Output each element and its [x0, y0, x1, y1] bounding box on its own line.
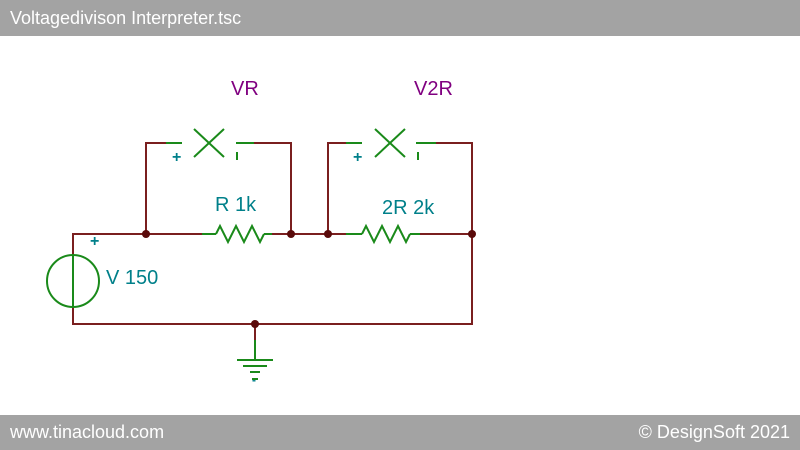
wire-vr-left: [145, 142, 166, 234]
voltage-source[interactable]: [46, 254, 100, 308]
meter-v2r-label: V2R: [414, 78, 453, 100]
source-plus-sign: +: [90, 233, 99, 250]
node: [287, 230, 295, 238]
ground-icon: [237, 340, 273, 380]
resistor-r[interactable]: [202, 223, 272, 245]
node: [251, 320, 259, 328]
footer-website[interactable]: www.tinacloud.com: [10, 422, 165, 442]
v2r-plus-sign: +: [353, 149, 362, 166]
node: [142, 230, 150, 238]
wire-vr-right: [254, 142, 292, 234]
wires: [72, 142, 473, 360]
voltmeter-v2r[interactable]: [346, 128, 436, 160]
resistor-2r[interactable]: [346, 223, 420, 245]
footer-bar: www.tinacloud.com © DesignSoft 2021: [0, 415, 800, 450]
node: [324, 230, 332, 238]
vr-plus-sign: +: [172, 149, 181, 166]
wire-v2r-right: [436, 142, 473, 234]
voltmeter-vr[interactable]: [166, 128, 254, 160]
meter-vr-label: VR: [231, 78, 259, 100]
window-title: Voltagedivison Interpreter.tsc: [0, 0, 800, 36]
ground-minus-sign: -: [252, 373, 256, 387]
junction-nodes: [142, 230, 476, 328]
source-label: V 150: [106, 267, 158, 289]
node: [468, 230, 476, 238]
resistor-r-label: R 1k: [215, 194, 257, 216]
wire-source-top: [72, 233, 202, 258]
wire-v2r-left: [327, 142, 346, 234]
resistor-2r-label: 2R 2k: [382, 197, 435, 219]
wire-source-bottom: [72, 234, 473, 325]
footer-copyright: © DesignSoft 2021: [638, 422, 790, 442]
